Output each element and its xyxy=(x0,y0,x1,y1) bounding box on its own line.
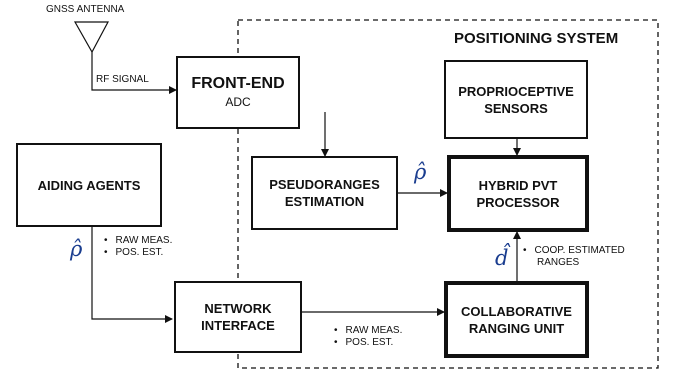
collaborative-ranging-unit-box: COLLABORATIVE RANGING UNIT xyxy=(444,281,589,358)
aiding-to-network-connector xyxy=(91,227,173,323)
hybrid-pvt-line2: PROCESSOR xyxy=(476,194,560,210)
bullet-item: COOP. ESTIMATED xyxy=(523,245,625,257)
collaborative-line1: COLLABORATIVE xyxy=(461,303,572,319)
pseudoranges-line2: ESTIMATION xyxy=(284,194,365,209)
front-end-subtitle: ADC xyxy=(225,94,251,109)
collaborative-line2: RANGING UNIT xyxy=(468,320,565,336)
hybrid-pvt-processor-box: HYBRID PVT PROCESSOR xyxy=(447,155,589,232)
pseudoranges-line1: PSEUDORANGES xyxy=(269,177,380,192)
positioning-system-boundary xyxy=(237,19,659,369)
positioning-system-title: POSITIONING SYSTEM xyxy=(454,30,619,47)
network-interface-line1: NETWORK xyxy=(204,301,272,316)
pseudoranges-estimation-box: PSEUDORANGES ESTIMATION xyxy=(251,156,398,230)
rf-signal-label: RF SIGNAL xyxy=(96,74,149,85)
d-hat-symbol: d̂ xyxy=(495,246,509,270)
front-end-title: FRONT-END xyxy=(191,74,285,92)
gnss-antenna-label: GNSS ANTENNA xyxy=(46,4,125,15)
bullet-item: RAW MEAS. xyxy=(104,235,173,247)
aiding-agents-title: AIDING AGENTS xyxy=(37,177,141,193)
proprioceptive-sensors-box: PROPRIOCEPTIVE SENSORS xyxy=(444,60,588,139)
bullet-item: RANGES xyxy=(537,257,580,268)
aiding-output-bullets: RAW MEAS. POS. EST. xyxy=(104,235,173,259)
network-output-bullets: RAW MEAS. POS. EST. xyxy=(334,325,403,349)
gnss-antenna-icon xyxy=(73,21,109,54)
bullet-item: POS. EST. xyxy=(334,337,402,349)
network-interface-line2: INTERFACE xyxy=(201,318,275,333)
bullet-item: POS. EST. xyxy=(104,247,172,259)
coop-ranges-bullets: COOP. ESTIMATED RANGES xyxy=(523,245,625,269)
rf-signal-connector xyxy=(91,52,177,94)
proprioceptive-line2: SENSORS xyxy=(484,100,548,116)
front-end-box: FRONT-END ADC xyxy=(176,56,300,129)
rho-hat-symbol: ρ̂ xyxy=(414,160,427,184)
bullet-item: RAW MEAS. xyxy=(334,325,403,337)
network-interface-box: NETWORK INTERFACE xyxy=(174,281,302,353)
aiding-rho-hat-symbol: ρ̂ xyxy=(70,237,83,261)
hybrid-pvt-line1: HYBRID PVT xyxy=(478,177,558,193)
aiding-agents-box: AIDING AGENTS xyxy=(16,143,162,227)
proprioceptive-line1: PROPRIOCEPTIVE xyxy=(458,83,574,99)
